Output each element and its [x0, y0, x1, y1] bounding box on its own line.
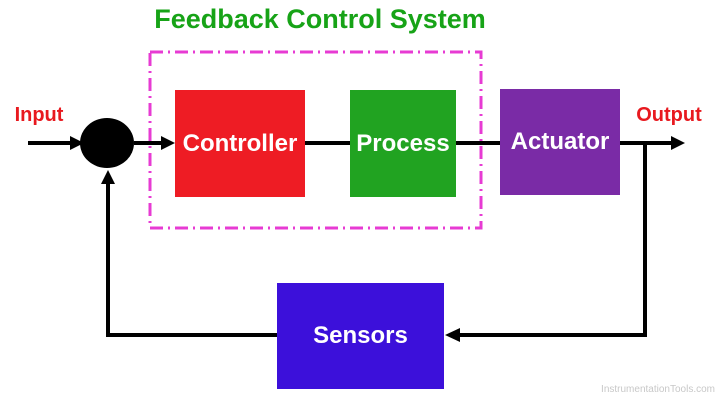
controller-process-dashed-border	[148, 50, 483, 230]
controller-arrowhead	[161, 136, 175, 150]
process-block: Process	[350, 90, 456, 197]
input-label: Input	[14, 104, 64, 126]
sensors-arrowhead	[445, 328, 460, 342]
output-label: Output	[636, 104, 702, 126]
summing-junction-circle	[80, 118, 134, 168]
diagram-title: Feedback Control System	[154, 4, 486, 34]
input-arrowhead	[70, 136, 84, 150]
actuator-block: Actuator	[500, 89, 620, 195]
signal-lines	[28, 141, 673, 337]
junction-feedback-arrowhead	[101, 170, 115, 184]
output-arrowhead	[671, 136, 685, 150]
sensors-block: Sensors	[277, 283, 444, 389]
watermark-text: InstrumentationTools.com	[601, 384, 715, 395]
controller-block: Controller	[175, 90, 305, 197]
